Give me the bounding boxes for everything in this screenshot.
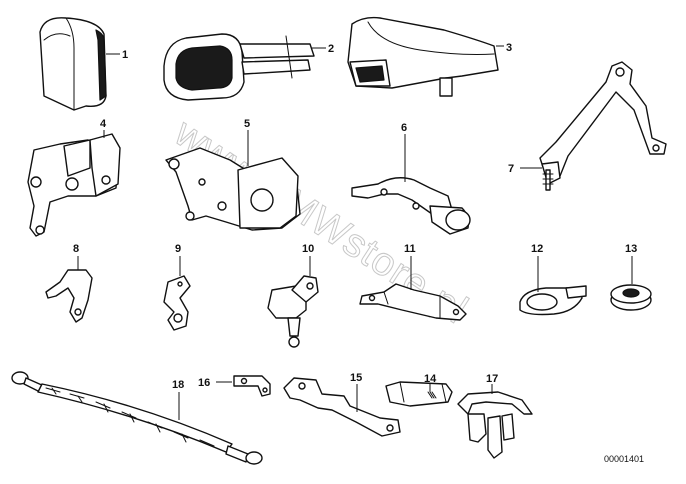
- part-5-support: [165, 147, 301, 231]
- callout-17: 17: [486, 373, 498, 385]
- callout-8: 8: [73, 243, 79, 255]
- part-16-bracket: [233, 375, 271, 397]
- callout-1: 1: [122, 49, 128, 61]
- part-3-duct: [347, 16, 499, 97]
- part-8-clip: [45, 269, 93, 323]
- part-1-cover-cap: [39, 17, 107, 111]
- callout-14: 14: [424, 373, 437, 385]
- part-10-holder: [267, 275, 319, 348]
- part-7-strut: [539, 61, 667, 191]
- part-17-clip-holder: [457, 391, 533, 459]
- part-4-bracket: [27, 133, 121, 237]
- callout-15: 15: [350, 372, 362, 384]
- callout-12: 12: [531, 243, 543, 255]
- part-6-clamp: [351, 177, 471, 235]
- part-15-long-bracket: [283, 377, 401, 437]
- callout-3: 3: [506, 42, 512, 54]
- callout-10: 10: [302, 243, 314, 255]
- callout-2: 2: [328, 43, 334, 55]
- callout-9: 9: [175, 243, 181, 255]
- callout-6: 6: [401, 122, 407, 134]
- part-14-clamp: [385, 381, 453, 407]
- part-11-rail: [359, 283, 467, 321]
- catalog-number: 00001401: [604, 454, 644, 464]
- part-2-grommet: [163, 33, 315, 101]
- part-9-clip: [163, 275, 191, 331]
- callout-13: 13: [625, 243, 637, 255]
- part-12-ring-plate: [519, 285, 587, 316]
- callout-18: 18: [172, 379, 184, 391]
- callout-4: 4: [100, 118, 107, 130]
- callout-7: 7: [508, 163, 514, 175]
- part-18-ground-strap: [11, 371, 263, 465]
- callout-16: 16: [198, 377, 210, 389]
- part-13-grommet: [610, 284, 652, 311]
- callout-5: 5: [244, 118, 250, 130]
- callout-11: 11: [404, 243, 416, 255]
